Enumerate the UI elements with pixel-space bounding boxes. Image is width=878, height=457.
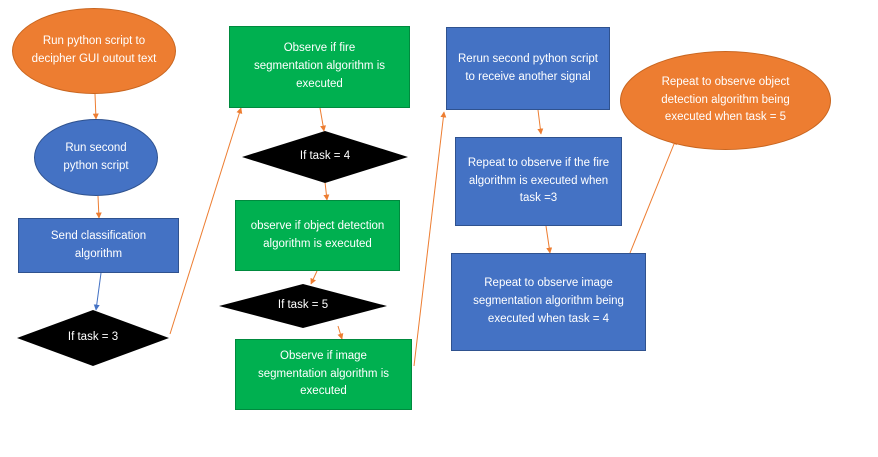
arrow-rerun-second-to-repeat-fire — [537, 109, 544, 135]
observe-fire-label: Observe if fire segmentation algorithm i… — [253, 42, 386, 90]
arrow-repeat-fire-to-repeat-image — [545, 225, 553, 254]
repeat-image-label: Repeat to observe image segmentation alg… — [473, 277, 624, 325]
repeat-object-oval: Repeat to observe object detection algor… — [620, 51, 831, 150]
run-second-script-oval: Run second python script — [34, 119, 158, 196]
rerun-second-label: Rerun second python script to receive an… — [458, 52, 598, 83]
send-classification-label: Send classification algorithm — [50, 229, 147, 260]
repeat-image-box: Repeat to observe image segmentation alg… — [451, 253, 646, 351]
observe-fire-box: Observe if fire segmentation algorithm i… — [229, 26, 410, 108]
if-task-5-label: If task = 5 — [277, 299, 329, 312]
observe-object-box: observe if object detection algorithm is… — [235, 200, 400, 271]
send-classification-box: Send classification algorithm — [18, 218, 179, 273]
arrow-send-classification-to-if-task-3 — [93, 272, 102, 311]
observe-image-label: Observe if image segmentation algorithm … — [257, 349, 390, 398]
arrow-if-task-5-to-observe-image — [337, 325, 344, 340]
arrow-observe-fire-to-if-task-4 — [319, 107, 327, 132]
rerun-second-box: Rerun second python script to receive an… — [446, 27, 610, 110]
run-python-script-label: Run python script to decipher GUI outout… — [31, 35, 157, 65]
arrow-repeat-image-to-repeat-object — [629, 138, 677, 254]
run-python-script-oval: Run python script to decipher GUI outout… — [12, 8, 176, 94]
arrow-observe-image-to-rerun-second — [413, 111, 447, 367]
if-task-4-label: If task = 4 — [299, 150, 351, 163]
arrow-if-task-4-to-observe-object — [323, 181, 330, 201]
repeat-fire-label: Repeat to observe if the fire algorithm … — [467, 156, 610, 205]
arrow-if-task-3-to-observe-fire — [169, 107, 243, 335]
repeat-fire-box: Repeat to observe if the fire algorithm … — [455, 137, 622, 226]
arrow-observe-object-to-if-task-5 — [310, 270, 318, 285]
run-second-script-label: Run second python script — [63, 141, 129, 172]
arrow-run-second-to-send-classification — [95, 195, 102, 219]
observe-object-label: observe if object detection algorithm is… — [250, 219, 385, 250]
observe-image-box: Observe if image segmentation algorithm … — [235, 339, 412, 410]
arrow-run-python-to-run-second — [92, 93, 99, 120]
if-task-3-label: If task = 3 — [67, 331, 119, 344]
repeat-object-label: Repeat to observe object detection algor… — [661, 75, 790, 124]
